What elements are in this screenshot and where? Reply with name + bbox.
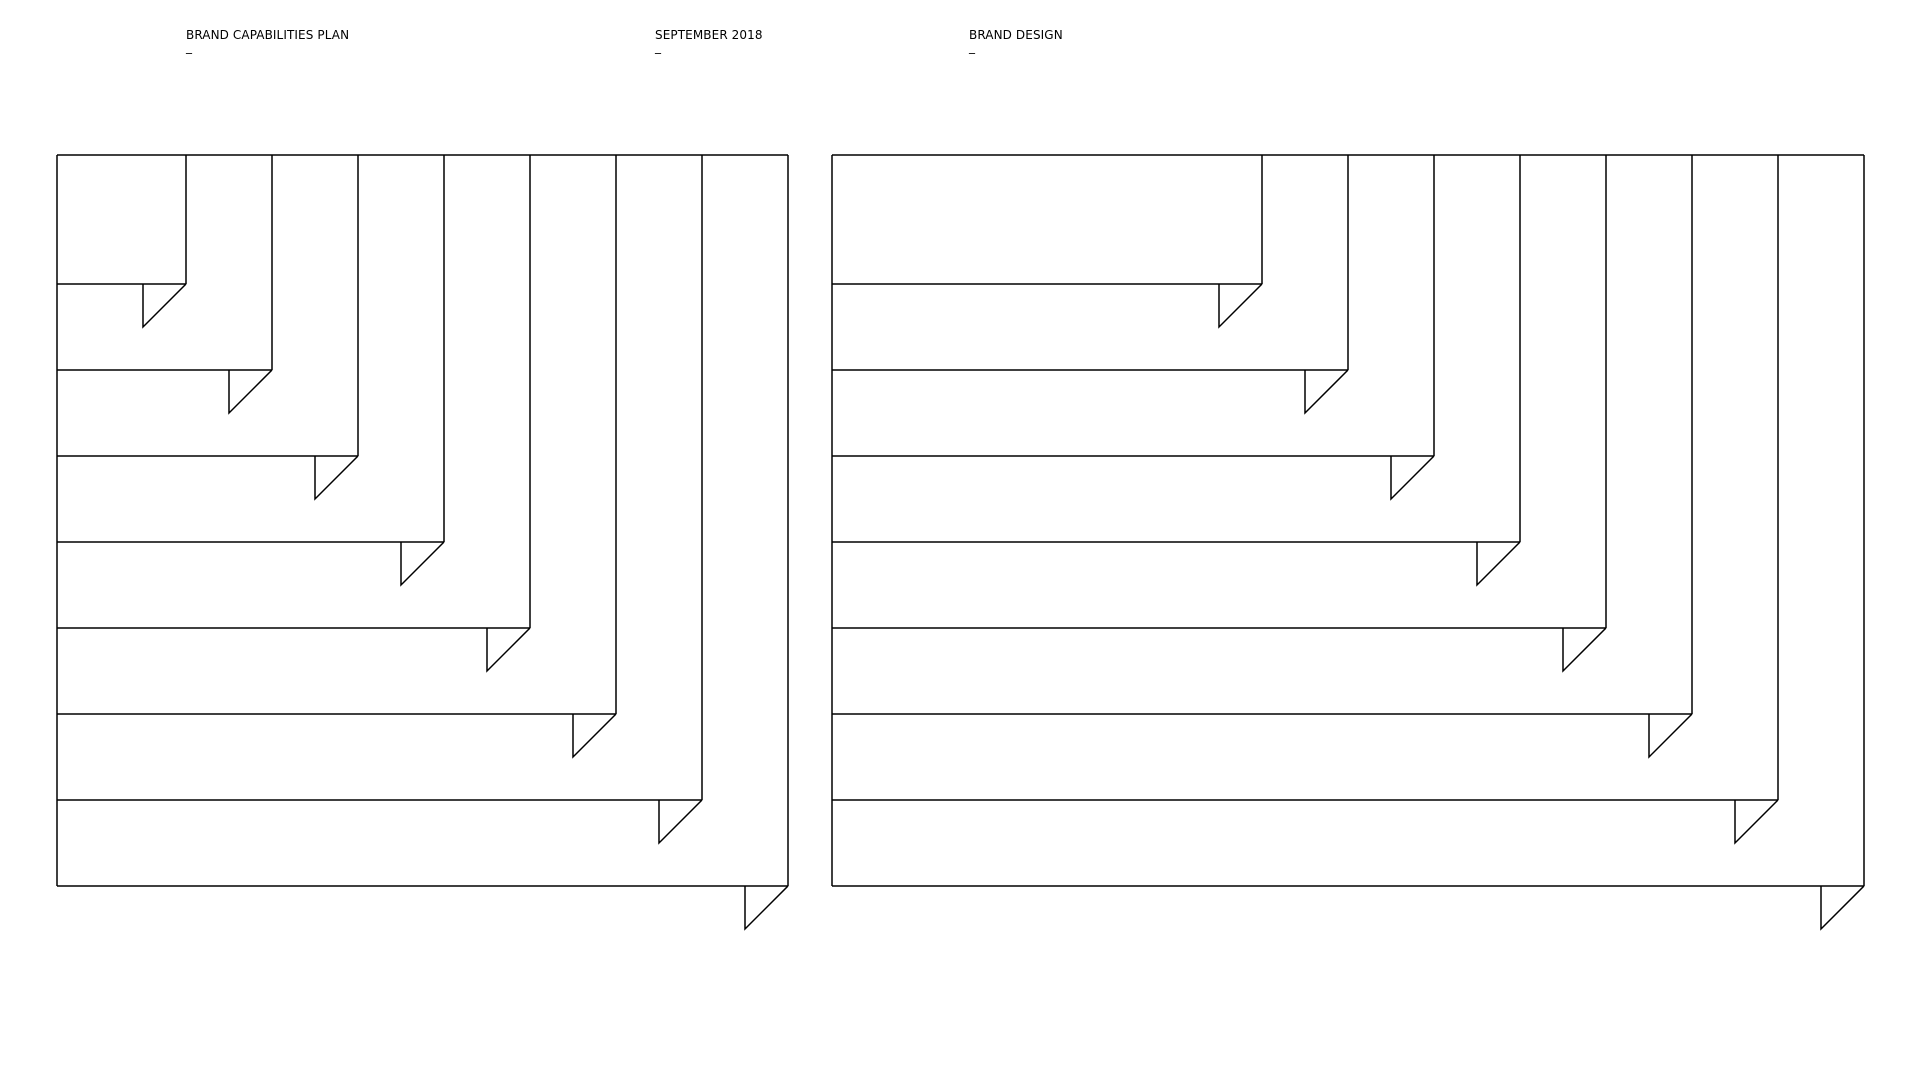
folded-corner: [1476, 541, 1521, 587]
department-underscore: _: [969, 40, 976, 54]
date-underscore: _: [655, 40, 662, 54]
folded-corner: [658, 799, 703, 845]
folded-tab-3: [832, 155, 1435, 501]
folded-corner: [486, 627, 531, 673]
folded-corner: [1562, 627, 1607, 673]
folded-tab-5: [57, 155, 531, 673]
folded-tab-6: [57, 155, 617, 759]
plan-title-underscore: _: [186, 40, 193, 54]
date-text: SEPTEMBER 2018: [655, 28, 763, 42]
folded-corner: [1648, 713, 1693, 759]
folded-corner: [400, 541, 445, 587]
folded-tab-4: [832, 155, 1521, 587]
header-department: BRAND DESIGN _: [969, 28, 1063, 54]
folded-tab-8: [832, 155, 1865, 931]
folded-tab-4: [57, 155, 445, 587]
folded-tab-2: [832, 155, 1349, 415]
folded-tab-3: [57, 155, 359, 501]
folded-tab-5: [832, 155, 1607, 673]
folded-tab-1: [57, 155, 187, 329]
folded-corner: [1734, 799, 1779, 845]
department-text: BRAND DESIGN: [969, 28, 1063, 42]
header-date: SEPTEMBER 2018 _: [655, 28, 763, 54]
folded-corner: [1218, 283, 1263, 329]
folded-tab-7: [832, 155, 1779, 845]
folded-corner: [314, 455, 359, 501]
folded-corner: [1304, 369, 1349, 415]
right-folded-tabs-panel: [831, 154, 1865, 931]
folded-corner: [1820, 885, 1865, 931]
header-plan-title: BRAND CAPABILITIES PLAN _: [186, 28, 350, 54]
left-folded-tabs-panel: [56, 154, 789, 931]
folded-corner: [572, 713, 617, 759]
folded-tab-7: [57, 155, 703, 845]
folded-corner: [1390, 455, 1435, 501]
folded-corner: [142, 283, 187, 329]
folded-tab-2: [57, 155, 273, 415]
folded-tab-1: [832, 155, 1263, 329]
folded-tab-6: [832, 155, 1693, 759]
plan-title-text: BRAND CAPABILITIES PLAN: [186, 28, 350, 42]
folded-tab-8: [57, 155, 789, 931]
folded-corner: [228, 369, 273, 415]
folded-corner: [744, 885, 789, 931]
